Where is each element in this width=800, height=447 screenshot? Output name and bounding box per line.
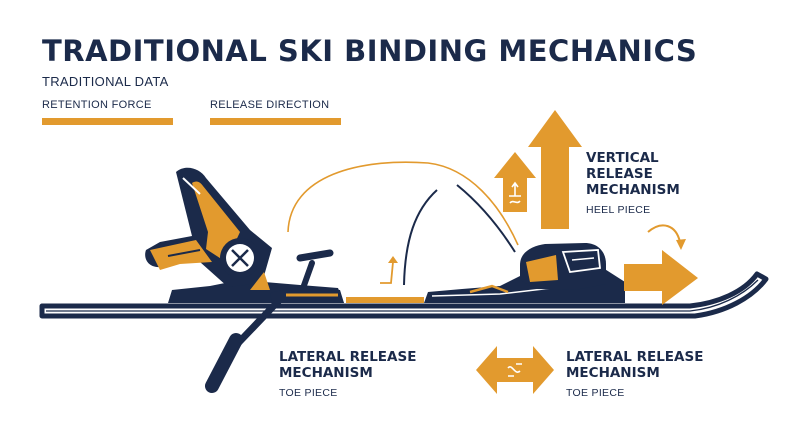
label-lateral-release-left: LATERAL RELEASE MECHANISM TOE PIECE xyxy=(279,349,416,399)
toe-piece-icon xyxy=(145,167,344,303)
label-subtitle: TOE PIECE xyxy=(279,387,338,399)
legend-label: RETENTION FORCE xyxy=(42,99,152,111)
guide-arc xyxy=(403,189,438,286)
label-title: VERTICAL RELEASE MECHANISM xyxy=(586,150,680,198)
label-subtitle: TOE PIECE xyxy=(566,387,625,399)
vertical-arrow-icon xyxy=(494,152,536,212)
page-subtitle: TRADITIONAL DATA xyxy=(42,74,169,89)
rotation-arrow-icon xyxy=(647,224,686,250)
label-title: LATERAL RELEASE MECHANISM xyxy=(279,349,417,381)
lateral-arrow-icon xyxy=(476,346,554,394)
brake-icon xyxy=(205,249,344,393)
label-subtitle: HEEL PIECE xyxy=(586,204,651,216)
legend-swatch xyxy=(42,118,173,125)
page-title: TRADITIONAL SKI BINDING MECHANICS xyxy=(42,34,698,68)
legend-label: RELEASE DIRECTION xyxy=(210,99,330,111)
ski-icon xyxy=(39,271,769,319)
horizontal-arrow-icon xyxy=(624,250,698,305)
legend-swatch xyxy=(210,118,341,125)
legend-retention-force: RETENTION FORCE xyxy=(42,99,173,125)
heel-piece-icon xyxy=(424,243,625,303)
vertical-arrow-icon xyxy=(528,110,582,229)
legend-release-direction: RELEASE DIRECTION xyxy=(210,99,341,125)
label-title: LATERAL RELEASE MECHANISM xyxy=(566,349,704,381)
label-vertical-release: VERTICAL RELEASE MECHANISM HEEL PIECE xyxy=(586,150,680,216)
guide-arrowhead xyxy=(388,256,398,263)
label-lateral-release-right: LATERAL RELEASE MECHANISM TOE PIECE xyxy=(566,349,703,399)
guide-arc xyxy=(456,184,516,253)
guide-arc xyxy=(287,161,519,246)
guide-arc xyxy=(380,261,394,284)
